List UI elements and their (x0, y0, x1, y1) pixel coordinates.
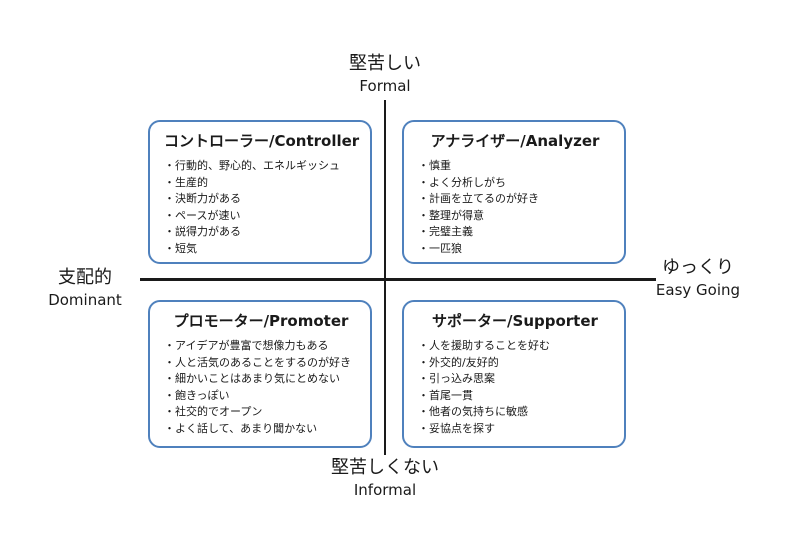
quadrant-supporter-title: サポーター/Supporter (432, 312, 598, 330)
quadrant-promoter: プロモーター/Promoter アイデアが豊富で想像力もある人と活気のあることを… (148, 300, 372, 448)
trait-item: 飽きっぽい (164, 388, 358, 405)
trait-item: アイデアが豊富で想像力もある (164, 338, 358, 355)
quadrant-supporter-traits: 人を援助することを好む外交的/友好的引っ込み思案首尾一貫他者の気持ちに敏感妥協点… (418, 338, 612, 437)
trait-item: よく話して、あまり聞かない (164, 421, 358, 438)
quadrant-supporter: サポーター/Supporter 人を援助することを好む外交的/友好的引っ込み思案… (402, 300, 626, 448)
trait-item: 一匹狼 (418, 241, 612, 258)
trait-item: 人と活気のあることをするのが好き (164, 355, 358, 372)
axis-label-easy-going: ゆっくり Easy Going (638, 256, 758, 300)
quadrant-promoter-traits: アイデアが豊富で想像力もある人と活気のあることをするのが好き細かいことはあまり気… (164, 338, 358, 437)
axis-label-formal-en: Formal (359, 77, 411, 95)
trait-item: 行動的、野心的、エネルギッシュ (164, 158, 358, 175)
axis-label-dominant-jp: 支配的 (58, 267, 112, 288)
axis-label-formal: 堅苦しい Formal (285, 52, 485, 96)
trait-item: 短気 (164, 241, 358, 258)
vertical-axis-line (384, 100, 386, 455)
quadrant-controller: コントローラー/Controller 行動的、野心的、エネルギッシュ生産的決断力… (148, 120, 372, 264)
trait-item: 人を援助することを好む (418, 338, 612, 355)
trait-item: 外交的/友好的 (418, 355, 612, 372)
axis-label-formal-jp: 堅苦しい (349, 53, 421, 74)
axis-label-easy-going-jp: ゆっくり (662, 257, 734, 278)
trait-item: 完璧主義 (418, 224, 612, 241)
quadrant-promoter-title: プロモーター/Promoter (173, 312, 349, 330)
trait-item: 計画を立てるのが好き (418, 191, 612, 208)
quadrant-analyzer-title: アナライザー/Analyzer (430, 132, 600, 150)
trait-item: 生産的 (164, 175, 358, 192)
trait-item: 妥協点を探す (418, 421, 612, 438)
trait-item: よく分析しがち (418, 175, 612, 192)
horizontal-axis-line (140, 278, 656, 281)
axis-label-informal-en: Informal (353, 481, 417, 499)
axis-label-easy-going-en: Easy Going (655, 281, 741, 299)
axis-label-informal: 堅苦しくない Informal (285, 456, 485, 500)
trait-item: 社交的でオープン (164, 404, 358, 421)
trait-item: 首尾一貫 (418, 388, 612, 405)
trait-item: 細かいことはあまり気にとめない (164, 371, 358, 388)
trait-item: 他者の気持ちに敏感 (418, 404, 612, 421)
trait-item: 説得力がある (164, 224, 358, 241)
trait-item: 引っ込み思案 (418, 371, 612, 388)
quadrant-controller-traits: 行動的、野心的、エネルギッシュ生産的決断力があるペースが速い説得力がある短気 (164, 158, 358, 257)
trait-item: 慎重 (418, 158, 612, 175)
axis-label-dominant-en: Dominant (48, 291, 122, 309)
axis-label-dominant: 支配的 Dominant (30, 266, 140, 310)
trait-item: 決断力がある (164, 191, 358, 208)
axis-label-informal-jp: 堅苦しくない (331, 457, 439, 478)
trait-item: 整理が得意 (418, 208, 612, 225)
quadrant-controller-title: コントローラー/Controller (164, 132, 360, 150)
trait-item: ペースが速い (164, 208, 358, 225)
quadrant-analyzer-traits: 慎重よく分析しがち計画を立てるのが好き整理が得意完璧主義一匹狼 (418, 158, 612, 257)
quadrant-analyzer: アナライザー/Analyzer 慎重よく分析しがち計画を立てるのが好き整理が得意… (402, 120, 626, 264)
